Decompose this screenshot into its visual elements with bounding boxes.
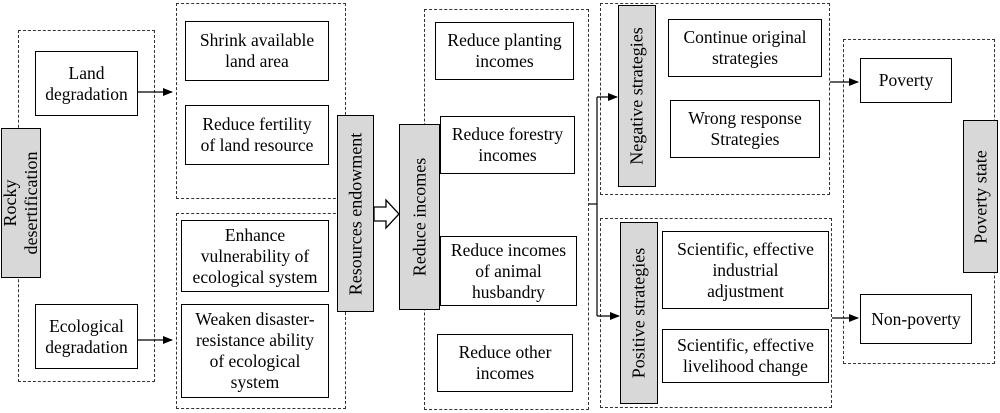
poverty-state-label: Poverty state <box>970 149 990 244</box>
scientific-livelihood-box: Scientific, effective livelihood change <box>662 329 829 383</box>
land-degradation-box: Land degradation <box>35 51 138 116</box>
reduce-other-box: Reduce other incomes <box>437 334 573 392</box>
rocky-desertification-label: Rocky desertification <box>0 151 41 255</box>
shrink-land-area-box: Shrink available land area <box>185 21 329 81</box>
reduce-fertility-box: Reduce fertility of land resource <box>185 105 329 165</box>
resources-endowment-box: Resources endowment <box>337 115 374 312</box>
non-poverty-box: Non-poverty <box>860 294 972 344</box>
resources-endowment-label: Resources endowment <box>345 132 365 295</box>
positive-strategies-box: Positive strategies <box>620 222 658 404</box>
group-negative <box>600 3 830 195</box>
wrong-response-box: Wrong response Strategies <box>670 100 820 158</box>
reduce-animal-box: Reduce incomes of animal husbandry <box>440 236 577 306</box>
reduce-planting-box: Reduce planting incomes <box>435 22 574 80</box>
reduce-forestry-box: Reduce forestry incomes <box>440 116 575 174</box>
continue-original-box: Continue original strategies <box>668 19 822 77</box>
scientific-industrial-box: Scientific, effective industrial adjustm… <box>662 231 829 309</box>
positive-strategies-label: Positive strategies <box>628 247 649 379</box>
enhance-vulnerability-box: Enhance vulnerability of ecological syst… <box>181 220 329 292</box>
poverty-box: Poverty <box>860 58 952 103</box>
weaken-disaster-resistance-box: Weaken disaster- resistance ability of e… <box>181 304 329 398</box>
reduce-incomes-label: Reduce incomes <box>409 157 429 277</box>
reduce-incomes-box: Reduce incomes <box>399 124 440 310</box>
rocky-desertification-box: Rocky desertification <box>0 128 41 278</box>
poverty-state-box: Poverty state <box>963 120 998 273</box>
hollow-arrow-resources-to-incomes <box>373 198 400 230</box>
negative-strategies-box: Negative strategies <box>618 5 656 187</box>
group-land-effects <box>176 3 346 199</box>
group-positive <box>600 218 832 408</box>
negative-strategies-label: Negative strategies <box>626 27 647 165</box>
ecological-degradation-box: Ecological degradation <box>35 304 138 369</box>
